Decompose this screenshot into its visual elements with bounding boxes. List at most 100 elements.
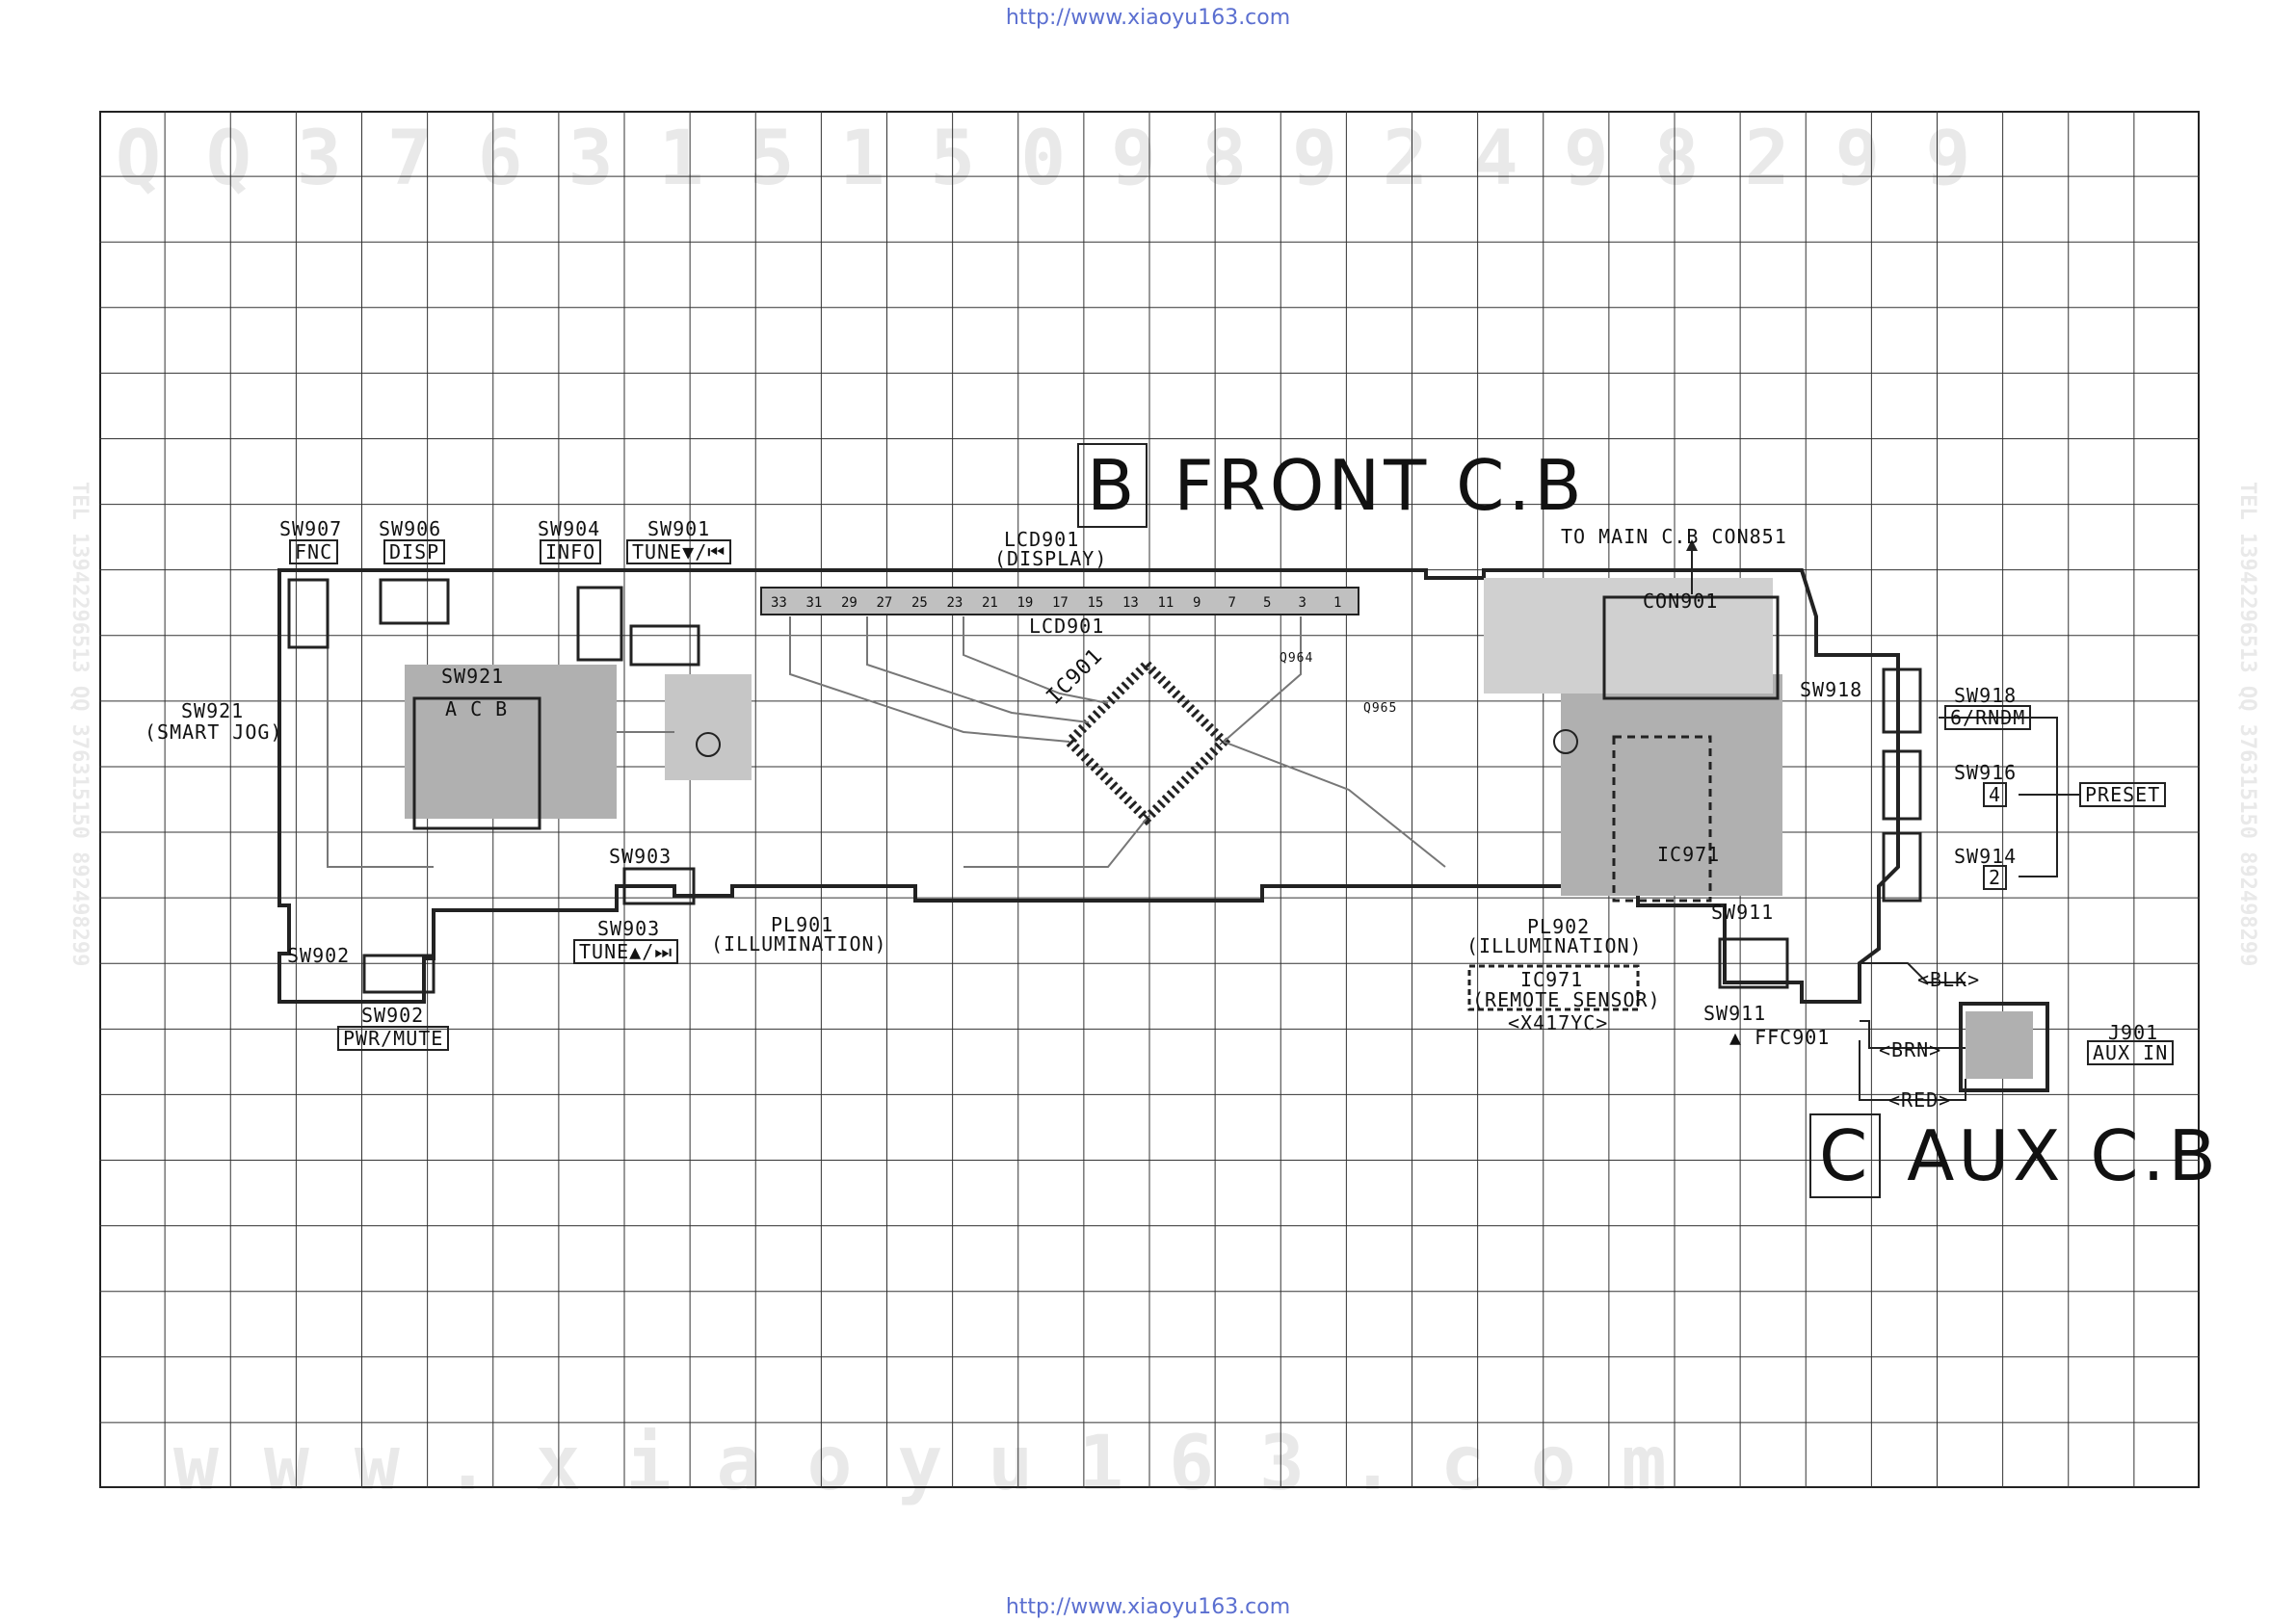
sw906-body	[379, 578, 450, 625]
watermark-side-right: TEL 13942296513 QQ 376315150 892498299	[2235, 482, 2259, 967]
sw918-label: SW918	[1954, 684, 2018, 707]
wire-brn-label: <BRN>	[1879, 1038, 1942, 1061]
to-main-label: TO MAIN C.B CON851	[1561, 525, 1787, 548]
lcd-pin-label: 3	[1299, 595, 1306, 611]
sw916-label: SW916	[1954, 761, 2018, 784]
wire-blk	[1860, 962, 1966, 983]
lcd-pin-label: 21	[982, 595, 998, 611]
pl902-label: PL902	[1527, 915, 1591, 938]
lcd901-label: LCD901	[1004, 528, 1080, 551]
lcd-pin-label: 11	[1158, 595, 1174, 611]
sw901-body	[629, 624, 700, 667]
copper-area-left	[405, 665, 617, 819]
con901-label: CON901	[1643, 589, 1719, 613]
disp-key[interactable]: DISP	[383, 539, 446, 564]
sw903-label-bottom: SW903	[597, 917, 661, 940]
lcd-pin-label: 9	[1193, 595, 1201, 611]
lcd-pin-label: 33	[771, 595, 787, 611]
lcd901-inner-label: LCD901	[1029, 615, 1105, 638]
sw914-key[interactable]: 2	[1983, 865, 2008, 890]
sw903-label: SW903	[609, 845, 673, 868]
lcd-pin-label: 17	[1052, 595, 1069, 611]
pl901-illumination: (ILLUMINATION)	[711, 932, 887, 955]
ic971-label: IC971	[1520, 968, 1584, 991]
trace	[963, 616, 1109, 704]
sw904-body	[576, 586, 623, 662]
lcd-pin-label: 15	[1088, 595, 1104, 611]
rndm-key[interactable]: 6/RNDM	[1944, 705, 2032, 730]
sw901-label: SW901	[647, 517, 711, 540]
lcd-pin-label: 1	[1333, 595, 1341, 611]
trace	[1223, 616, 1302, 743]
sw918-body	[1882, 668, 1922, 734]
sw918-inner-label: SW918	[1800, 678, 1863, 701]
lcd-pin-label: 19	[1017, 595, 1034, 611]
x417yc-label: <X417YC>	[1508, 1011, 1609, 1034]
wire-brn	[1860, 1020, 1966, 1049]
ffc901-text: FFC901	[1755, 1026, 1831, 1049]
aux-in-jack[interactable]: AUX IN	[2087, 1040, 2175, 1065]
ffc901-label: ▲ FFC901	[1729, 1026, 1831, 1049]
remote-sensor-label: (REMOTE SENSOR)	[1472, 988, 1661, 1011]
bottom-url[interactable]: http://www.xiaoyu163.com	[1005, 1595, 1291, 1619]
sw904-label: SW904	[538, 517, 601, 540]
watermark-bottom-web: w w w . x i a o y u 1 6 3 . c o m	[173, 1421, 1667, 1507]
wire-blk-label: <BLK>	[1917, 968, 1981, 991]
preset-key[interactable]: PRESET	[2079, 782, 2167, 807]
smart-jog-label: (SMART JOG)	[145, 720, 283, 744]
sw907-body	[287, 578, 330, 649]
lcd-pin-label: 27	[877, 595, 893, 611]
copper-area-con901	[1484, 578, 1773, 694]
display-label: (DISPLAY)	[994, 547, 1108, 570]
front-title-label: FRONT C.B	[1174, 445, 1586, 526]
trace	[327, 597, 434, 868]
sw914-body	[1882, 831, 1922, 903]
sw902-label: SW902	[287, 944, 351, 967]
wire-red-label: <RED>	[1888, 1088, 1952, 1112]
lcd-pin-label: 5	[1263, 595, 1271, 611]
aux-title: C AUX C.B	[1809, 1113, 2220, 1198]
pl901-lamp	[696, 732, 721, 757]
q965-label: Q965	[1363, 701, 1398, 716]
trace	[866, 616, 1090, 723]
pwr-mute-key[interactable]: PWR/MUTE	[337, 1026, 450, 1051]
sw921-label: SW921	[181, 699, 245, 722]
sw906-label: SW906	[379, 517, 442, 540]
lcd-pin-label: 25	[911, 595, 928, 611]
front-title-letter: B	[1077, 443, 1148, 528]
front-title: B FRONT C.B	[1077, 443, 1586, 528]
trace	[789, 616, 1070, 743]
sw911-body	[1718, 937, 1789, 989]
ic901-chip	[1062, 657, 1231, 826]
grid-lines	[99, 111, 2200, 1488]
lcd-pin-label: 23	[947, 595, 963, 611]
trace	[1223, 741, 1446, 868]
ic971-inner-label: IC971	[1657, 843, 1721, 866]
lcd-connector	[760, 587, 1359, 615]
sw911-label: SW911	[1711, 901, 1775, 924]
preset-bracket	[1939, 717, 2058, 877]
pl902-lamp	[1553, 729, 1578, 754]
info-key[interactable]: INFO	[540, 539, 602, 564]
sw916-key[interactable]: 4	[1983, 782, 2008, 807]
sw914-label: SW914	[1954, 845, 2018, 868]
sw916-body	[1882, 749, 1922, 821]
aux-copper	[1966, 1011, 2033, 1079]
copper-area-pl901	[665, 674, 752, 780]
pl901-label: PL901	[771, 913, 834, 936]
sw902-label-bottom: SW902	[361, 1004, 425, 1027]
watermark-side-left: TEL 13942296513 QQ 376315150 892498299	[67, 482, 92, 967]
fnc-key[interactable]: FNC	[289, 539, 339, 564]
sw902-body	[362, 954, 435, 994]
con901-body	[1602, 595, 1780, 700]
watermark-top-digits: Q Q 3 7 6 3 1 5 1 5 0 9 8 9 2 4 9 8 2 9 …	[116, 116, 1971, 202]
aux-title-label: AUX C.B	[1907, 1115, 2220, 1196]
top-url[interactable]: http://www.xiaoyu163.com	[1005, 6, 1291, 30]
ic971-dashed	[1612, 735, 1712, 903]
sw903-body	[622, 867, 696, 905]
tune-up-key[interactable]: TUNE▲/⏭	[573, 939, 679, 964]
tune-down-key[interactable]: TUNE▼/⏮	[626, 539, 732, 564]
lcd-pin-label: 7	[1228, 595, 1236, 611]
